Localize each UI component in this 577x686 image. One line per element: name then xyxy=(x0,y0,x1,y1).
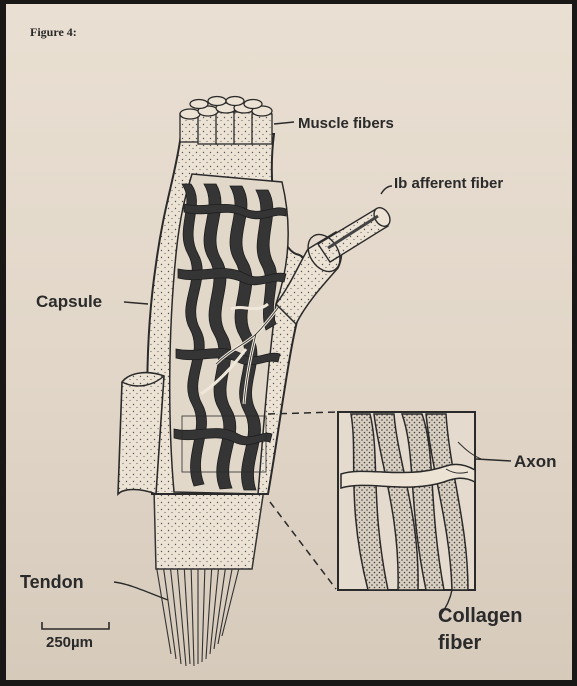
scale-bar-label: 250µm xyxy=(46,634,93,651)
tendon xyxy=(154,489,264,569)
label-collagen-fiber-line1: Collagen xyxy=(438,605,522,627)
label-afferent-fiber: Ib afferent fiber xyxy=(394,175,503,192)
golgi-tendon-organ-diagram: Figure 4: xyxy=(6,4,572,680)
zoom-lines xyxy=(268,412,338,589)
capsule-flap xyxy=(118,373,164,494)
inset-detail xyxy=(338,412,481,590)
label-muscle-fibers: Muscle fibers xyxy=(298,115,394,132)
label-axon: Axon xyxy=(514,452,557,471)
muscle-fiber-bundle xyxy=(180,97,272,145)
scale-bar: 250µm xyxy=(42,622,109,651)
tendon-strands xyxy=(156,564,240,666)
label-tendon: Tendon xyxy=(20,572,84,592)
label-capsule: Capsule xyxy=(36,292,102,311)
label-collagen-fiber-line2: fiber xyxy=(438,632,482,654)
paper-page: Figure 4: xyxy=(6,4,572,680)
figure-caption: Figure 4: xyxy=(30,25,77,39)
